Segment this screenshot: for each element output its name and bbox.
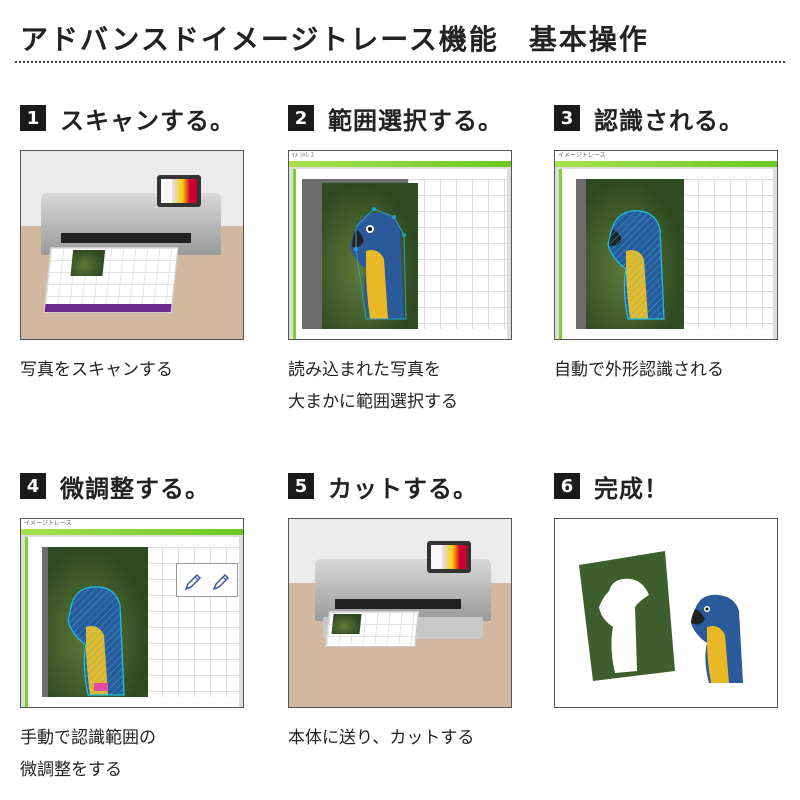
step-caption: 写真をスキャンする bbox=[20, 360, 173, 380]
app-toolbar: ｲﾒ ｼﾄﾚ ｽ bbox=[289, 151, 511, 161]
step-title: 認識される。 bbox=[594, 106, 744, 135]
app-window: イメージトレース bbox=[21, 519, 243, 707]
step-1: 1 スキャンする。 写真をスキャンする bbox=[20, 102, 260, 380]
edit-tools-panel bbox=[176, 563, 238, 597]
app-window: イメージトレース bbox=[555, 151, 777, 339]
step-title: 範囲選択する。 bbox=[328, 106, 503, 135]
step-4: 4 微調整する。 イメージトレース bbox=[20, 470, 260, 780]
step-5-image bbox=[288, 518, 512, 708]
pencil-erase-icon[interactable] bbox=[211, 572, 231, 592]
step-6: 6 完成！ bbox=[554, 470, 794, 708]
step-number-badge: 5 bbox=[288, 473, 314, 499]
step-caption: 読み込まれた写真を 大まかに範囲選択する bbox=[288, 360, 458, 412]
cut-photo-frame-icon bbox=[579, 551, 675, 681]
step-4-image: イメージトレース bbox=[20, 518, 244, 708]
step-2: 2 範囲選択する。 ｲﾒ ｼﾄﾚ ｽ 読み bbox=[288, 102, 528, 412]
title-dotted-rule bbox=[14, 60, 786, 64]
app-ribbon bbox=[21, 529, 243, 535]
step-3-image: イメージトレース bbox=[554, 150, 778, 340]
app-toolbar: イメージトレース bbox=[555, 151, 777, 161]
step-6-image bbox=[554, 518, 778, 708]
app-ribbon bbox=[555, 161, 777, 167]
cut-parrot-icon bbox=[691, 594, 743, 683]
step-number-badge: 1 bbox=[20, 105, 46, 131]
step-title: カットする。 bbox=[328, 474, 478, 503]
step-title: スキャンする。 bbox=[60, 106, 235, 135]
app-toolbar: イメージトレース bbox=[21, 519, 243, 529]
scanner-cutter-machine bbox=[41, 175, 221, 285]
parrot-icon bbox=[350, 207, 407, 320]
step-3: 3 認識される。 イメージトレース 自動で外形認識される bbox=[554, 102, 794, 380]
step-caption: 本体に送り、カットする bbox=[288, 728, 475, 748]
cutting-mat bbox=[43, 247, 179, 313]
traced-parrot-icon bbox=[607, 210, 665, 320]
cutting-mat bbox=[325, 611, 419, 647]
app-window: ｲﾒ ｼﾄﾚ ｽ bbox=[289, 151, 511, 339]
step-2-image: ｲﾒ ｼﾄﾚ ｽ bbox=[288, 150, 512, 340]
step-caption: 手動で認識範囲の 微調整をする bbox=[20, 728, 156, 780]
traced-parrot-icon bbox=[67, 586, 125, 696]
step-number-badge: 6 bbox=[554, 473, 580, 499]
page-title: アドバンスドイメージトレース機能 基本操作 bbox=[20, 23, 649, 56]
step-title: 完成！ bbox=[594, 474, 669, 503]
step-number-badge: 3 bbox=[554, 105, 580, 131]
step-5: 5 カットする。 本体に送り、カットする bbox=[288, 470, 528, 748]
lcd-screen-icon bbox=[157, 175, 201, 207]
step-number-badge: 4 bbox=[20, 473, 46, 499]
step-title: 微調整する。 bbox=[60, 474, 210, 503]
lcd-screen-icon bbox=[427, 541, 471, 573]
step-caption: 自動で外形認識される bbox=[554, 360, 724, 380]
app-ribbon bbox=[289, 161, 511, 167]
step-1-image bbox=[20, 150, 244, 340]
pencil-add-icon[interactable] bbox=[183, 572, 203, 592]
step-number-badge: 2 bbox=[288, 105, 314, 131]
